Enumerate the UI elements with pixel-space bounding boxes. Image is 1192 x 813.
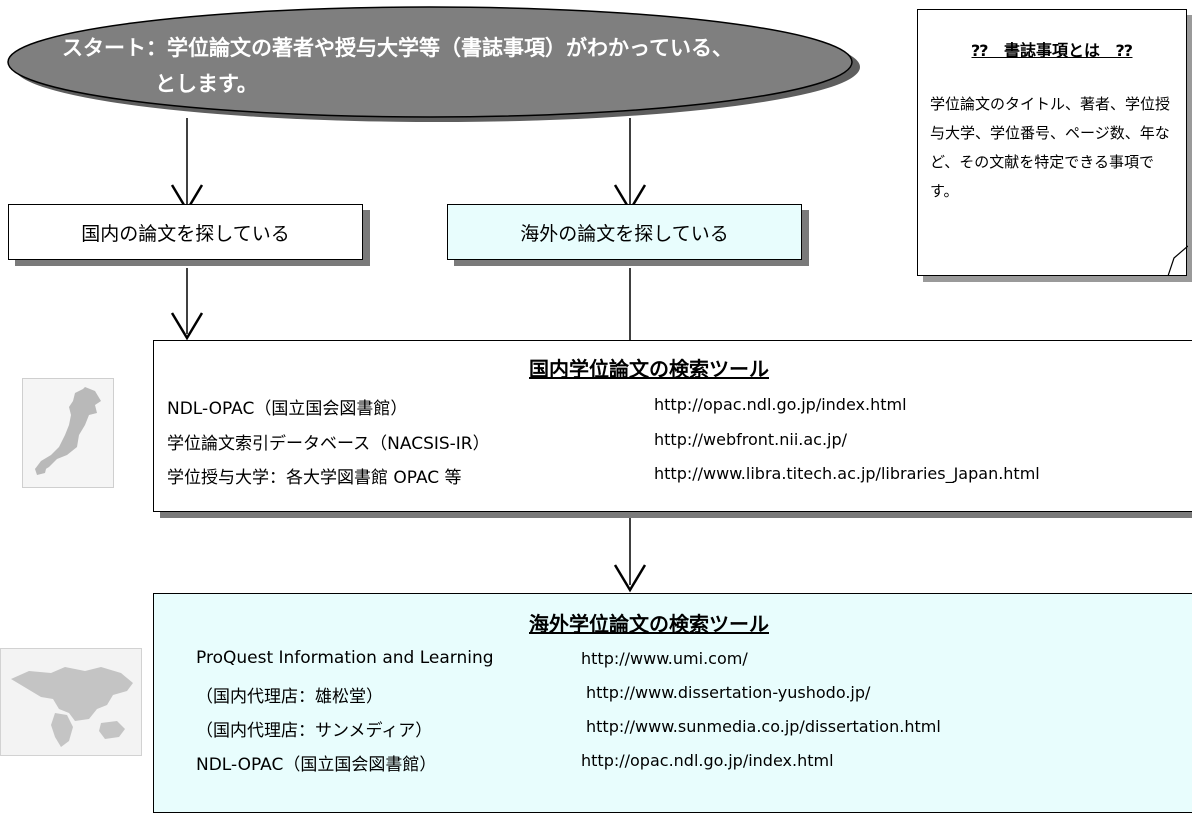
overseas-tool-url[interactable]: http://www.umi.com/ [581, 649, 748, 668]
overseas-branch-label: 海外の論文を探している [520, 222, 729, 245]
domestic-branch-label: 国内の論文を探している [81, 222, 290, 245]
overseas-tool-name: ProQuest Information and Learning [196, 648, 494, 668]
start-line-1: スタート：学位論文の著者や授与大学等（書誌事項）がわかっている、 [62, 36, 733, 60]
domestic-tool-name: 学位授与大学：各大学図書館 OPAC 等 [167, 468, 462, 488]
overseas-tools-panel: 海外学位論文の検索ツール ProQuest Information and Le… [153, 593, 1192, 813]
domestic-branch-box: 国内の論文を探している [8, 204, 363, 260]
start-ellipse [7, 6, 853, 118]
overseas-tool-url[interactable]: http://www.sunmedia.co.jp/dissertation.h… [586, 717, 941, 736]
start-label: スタート：学位論文の著者や授与大学等（書誌事項）がわかっている、 とします。 [62, 30, 782, 102]
note-box: ⁇ 書誌事項とは ⁇ 学位論文のタイトル、著者、学位授与大学、学位番号、ページ数… [917, 9, 1188, 276]
domestic-tool-url[interactable]: http://www.libra.titech.ac.jp/libraries_… [654, 464, 1040, 483]
page-curl-icon [1167, 245, 1188, 276]
overseas-tool-url[interactable]: http://opac.ndl.go.jp/index.html [581, 751, 834, 770]
domestic-tool-url[interactable]: http://webfront.nii.ac.jp/ [654, 430, 848, 449]
domestic-tools-title: 国内学位論文の検索ツール [529, 357, 769, 381]
arrowhead-icon [170, 312, 204, 341]
overseas-tool-url[interactable]: http://www.dissertation-yushodo.jp/ [586, 683, 871, 702]
overseas-tool-name: （国内代理店：サンメディア） [196, 721, 433, 741]
note-title: ⁇ 書誌事項とは ⁇ [971, 41, 1133, 60]
domestic-tools-panel: 国内学位論文の検索ツール NDL-OPAC（国立国会図書館） http://op… [153, 340, 1192, 512]
domestic-tool-url[interactable]: http://opac.ndl.go.jp/index.html [654, 395, 907, 414]
arrowhead-icon [613, 564, 647, 593]
japan-map-icon [22, 378, 114, 488]
overseas-tool-name: （国内代理店：雄松堂） [196, 687, 383, 707]
domestic-tool-name: NDL-OPAC（国立国会図書館） [167, 399, 408, 419]
world-map-icon [0, 648, 142, 756]
start-line-2: とします。 [155, 72, 258, 96]
overseas-tool-name: NDL-OPAC（国立国会図書館） [196, 755, 437, 775]
note-body: 学位論文のタイトル、著者、学位授与大学、学位番号、ページ数、年など、その文献を特… [930, 95, 1171, 200]
overseas-tools-title: 海外学位論文の検索ツール [529, 612, 769, 636]
overseas-branch-box: 海外の論文を探している [447, 204, 802, 260]
domestic-tool-name: 学位論文索引データベース（NACSIS-IR） [167, 434, 490, 454]
